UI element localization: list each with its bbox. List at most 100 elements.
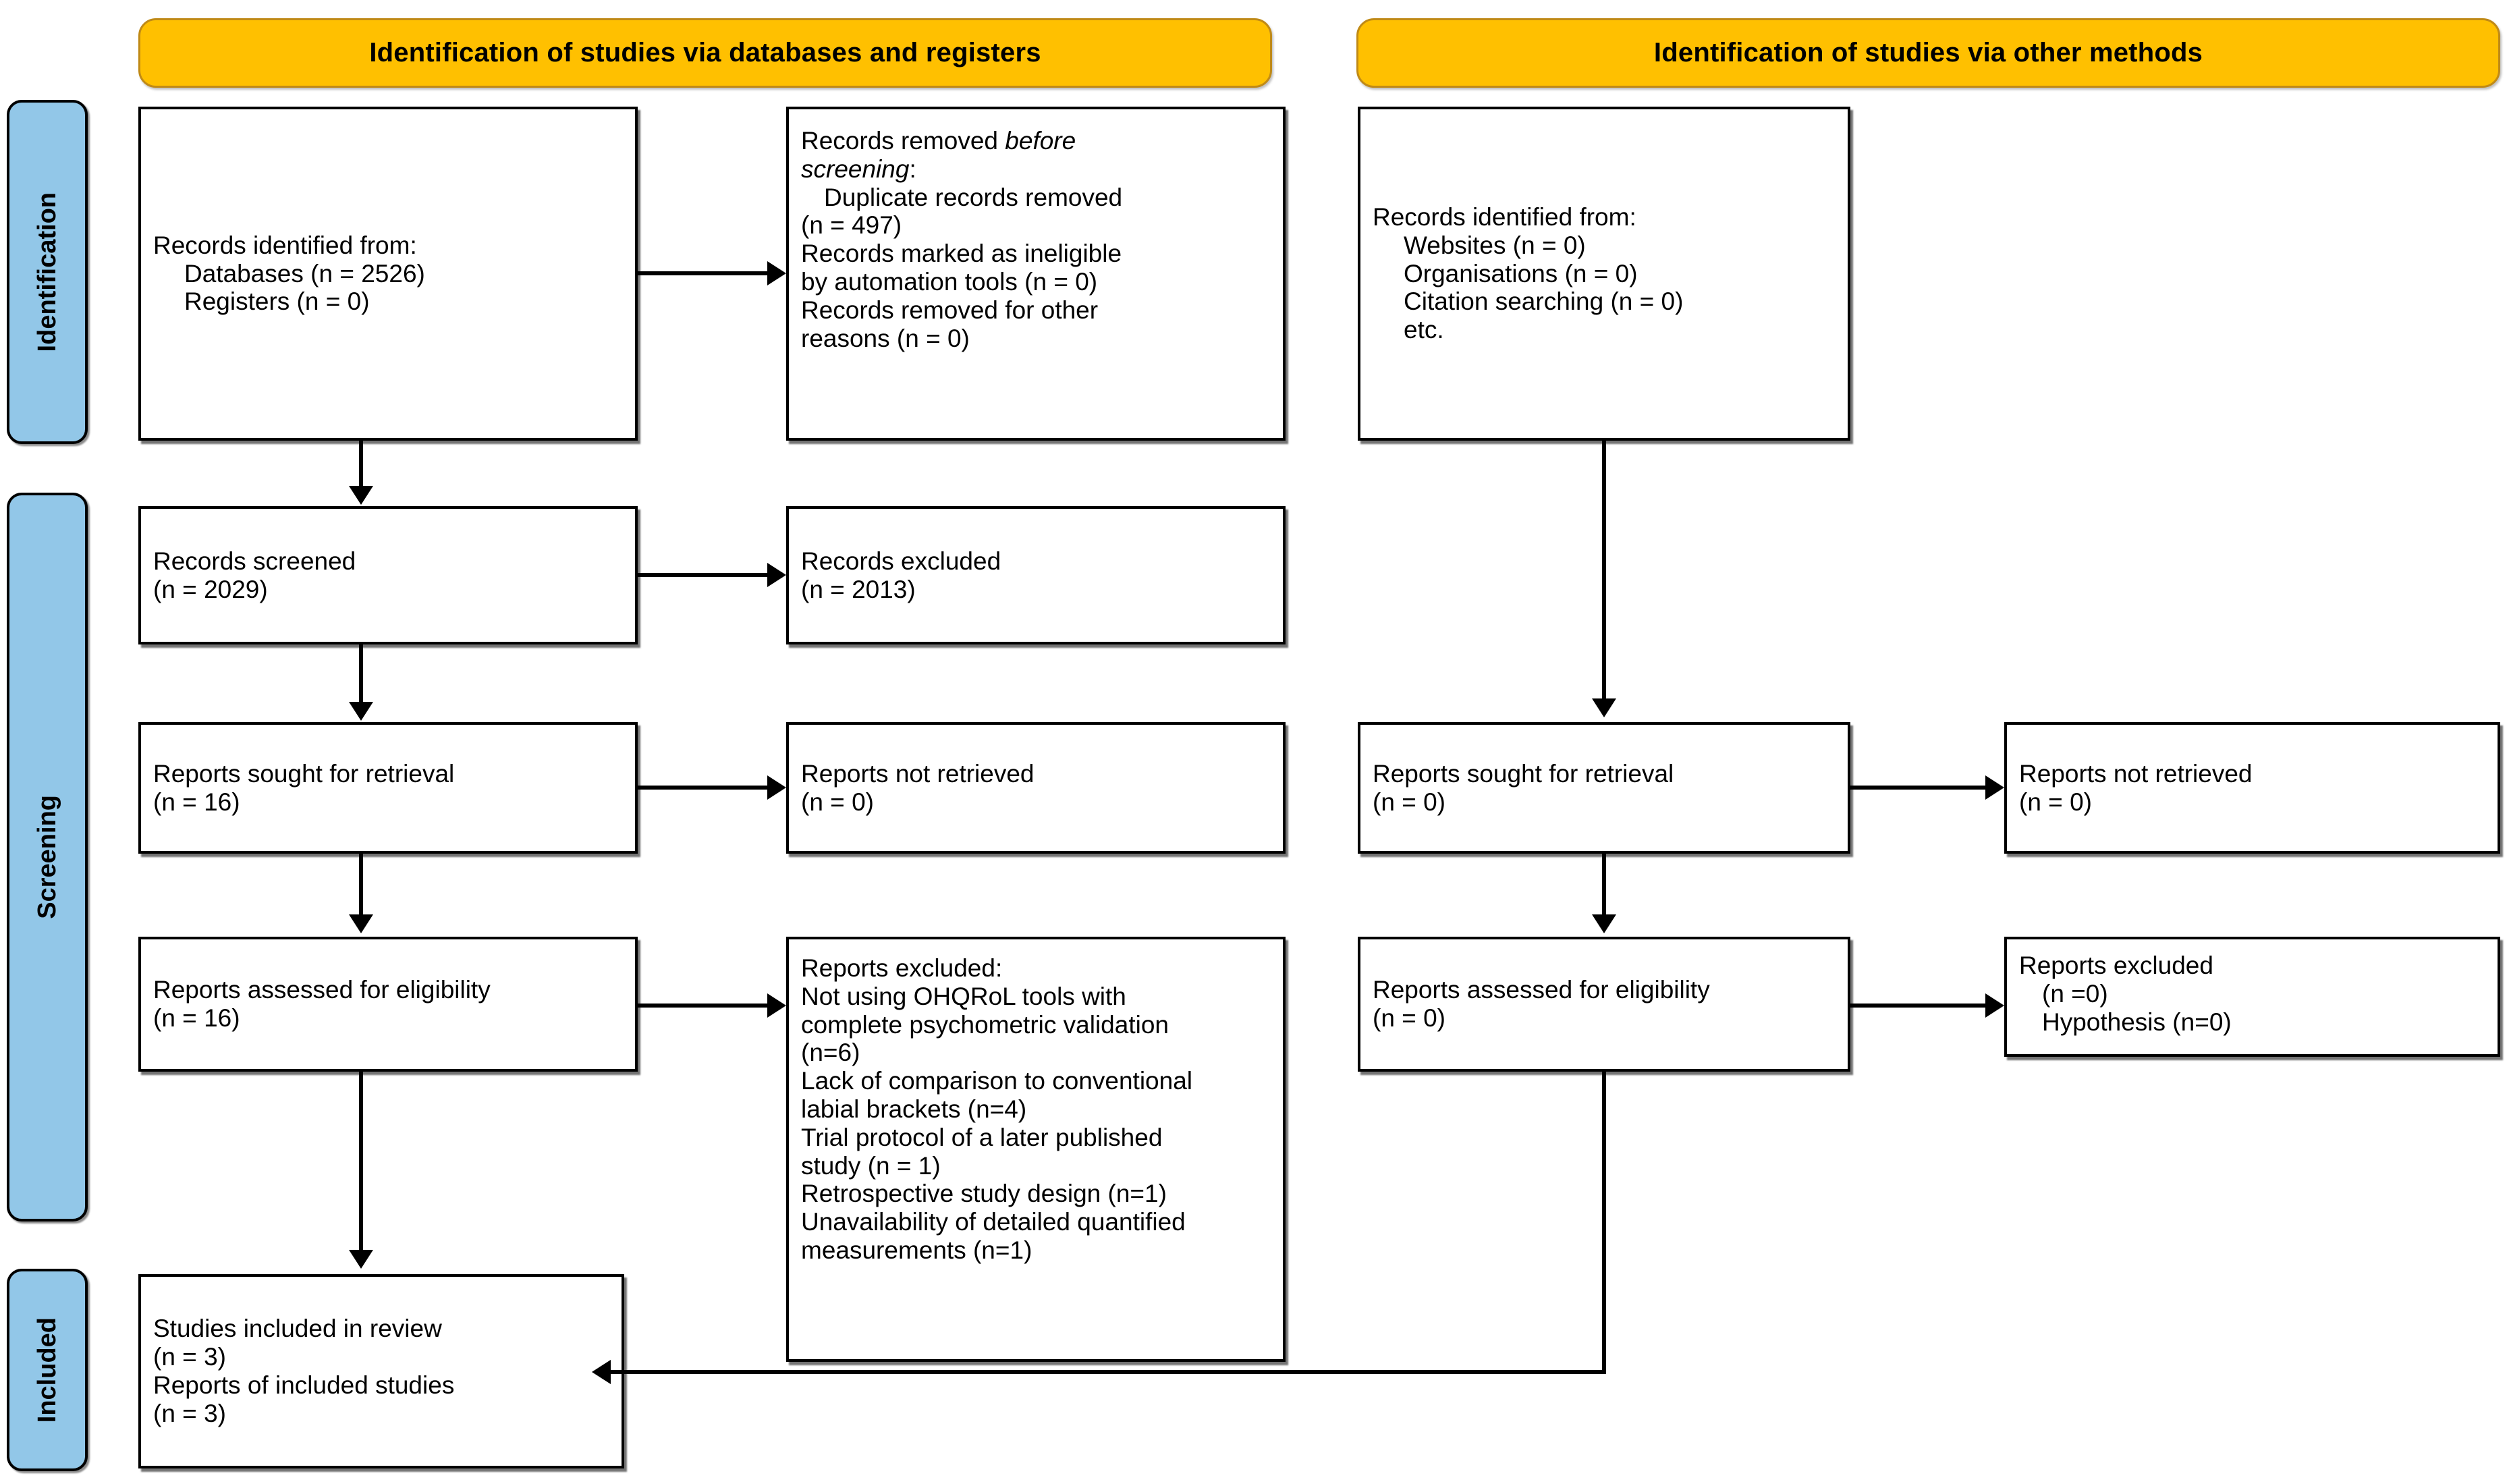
arrowhead-other-to-sought-right <box>1592 698 1616 717</box>
line: Reports excluded: <box>801 954 1003 982</box>
line: (n = 0) <box>1373 1004 1445 1032</box>
line: (n = 0) <box>1373 788 1445 816</box>
rail-identification-label: Identification <box>32 192 61 352</box>
connector-sought-to-assessed <box>359 854 363 916</box>
line: complete psychometric validation <box>801 1010 1169 1039</box>
italic-screening: screening <box>801 155 910 183</box>
line: Retrospective study design (n=1) <box>801 1180 1167 1208</box>
line: Databases (n = 2526) <box>184 259 425 287</box>
rail-screening: Screening <box>7 493 88 1221</box>
box-reports-sought-retrieval-right: Reports sought for retrieval (n = 0) <box>1358 722 1850 854</box>
line: Registers (n = 0) <box>184 287 370 316</box>
line: Lack of comparison to conventional <box>801 1067 1193 1095</box>
line: Records removed before <box>801 127 1076 155</box>
connector-other-to-sought-right <box>1602 441 1606 700</box>
arrowhead-sought-to-assessed <box>349 914 373 933</box>
line: Reports assessed for eligibility <box>1373 976 1710 1004</box>
arrowhead-assessed-right-to-excluded-right <box>1985 993 2004 1018</box>
header-databases-registers-label: Identification of studies via databases … <box>369 38 1041 67</box>
connector-assessed-to-excluded <box>638 1004 767 1008</box>
header-other-methods: Identification of studies via other meth… <box>1356 18 2500 88</box>
line: (n = 16) <box>153 1004 240 1032</box>
connector-identified-to-screened <box>359 441 363 488</box>
italic-before: before <box>1005 127 1076 155</box>
line: Websites (n = 0) <box>1404 231 1586 259</box>
line: labial brackets (n=4) <box>801 1095 1027 1123</box>
line: (n = 2029) <box>153 575 268 603</box>
line: (n = 497) <box>801 211 902 240</box>
box-reports-excluded-reasons-left: Reports excluded: Not using OHQRoL tools… <box>786 937 1286 1362</box>
line: (n = 0) <box>801 788 874 816</box>
line: Reports excluded <box>2019 952 2213 979</box>
connector-sought-to-not-retrieved <box>638 786 767 790</box>
box-records-identified-other: Records identified from: Websites (n = 0… <box>1358 107 1850 441</box>
line: Unavailability of detailed quantified <box>801 1208 1186 1236</box>
box-records-screened: Records screened (n = 2029) <box>138 506 638 644</box>
line: Reports not retrieved <box>801 759 1035 788</box>
arrowhead-sought-right-to-not-retrieved-right <box>1985 775 2004 800</box>
arrowhead-assessed-to-excluded <box>767 993 786 1018</box>
connector-assessed-right-to-excluded-right <box>1850 1004 1985 1008</box>
arrowhead-identified-to-screened <box>349 486 373 505</box>
connector-sought-right-to-not-retrieved-right <box>1850 786 1985 790</box>
line: etc. <box>1404 316 1444 344</box>
connector-right-to-included-horizontal <box>611 1370 1606 1374</box>
line: reasons (n = 0) <box>801 324 970 352</box>
arrowhead-sought-to-not-retrieved <box>767 775 786 800</box>
line: by automation tools (n = 0) <box>801 267 1098 296</box>
box-reports-not-retrieved-right: Reports not retrieved (n = 0) <box>2004 722 2500 854</box>
line: Reports of included studies <box>153 1371 455 1399</box>
line: (n=6) <box>801 1039 860 1067</box>
line: (n =0) <box>2042 979 2108 1008</box>
rail-included-label: Included <box>32 1317 61 1423</box>
line: (n = 3) <box>153 1343 226 1371</box>
arrowhead-assessed-to-included <box>349 1250 373 1269</box>
line: Citation searching (n = 0) <box>1404 287 1684 316</box>
connector-sought-right-to-assessed-right <box>1602 854 1606 916</box>
arrowhead-right-to-included <box>592 1360 611 1384</box>
arrowhead-sought-right-to-assessed-right <box>1592 914 1616 933</box>
line: Reports sought for retrieval <box>153 759 455 788</box>
line: Duplicate records removed <box>824 183 1123 211</box>
rail-included: Included <box>7 1269 88 1471</box>
line: (n = 0) <box>2019 788 2092 816</box>
line: (n = 2013) <box>801 575 916 603</box>
box-reports-excluded-right: Reports excluded (n =0) Hypothesis (n=0) <box>2004 937 2500 1057</box>
box-records-excluded: Records excluded (n = 2013) <box>786 506 1286 644</box>
box-studies-included: Studies included in review (n = 3) Repor… <box>138 1274 624 1468</box>
line: (n = 3) <box>153 1399 226 1427</box>
arrowhead-screened-to-sought <box>349 702 373 721</box>
line: Records identified from: <box>1373 203 1636 231</box>
connector-assessed-to-included <box>359 1072 363 1252</box>
line: (n = 16) <box>153 788 240 816</box>
connector-screened-to-sought <box>359 644 363 704</box>
box-reports-not-retrieved-left: Reports not retrieved (n = 0) <box>786 722 1286 854</box>
connector-screened-to-excluded <box>638 573 767 577</box>
line: Records marked as ineligible <box>801 240 1122 268</box>
line: Records screened <box>153 547 356 575</box>
connector-identified-to-removed <box>638 271 767 275</box>
header-other-methods-label: Identification of studies via other meth… <box>1653 38 2203 67</box>
line: Reports not retrieved <box>2019 759 2253 788</box>
rail-identification: Identification <box>7 100 88 444</box>
line: study (n = 1) <box>801 1151 941 1180</box>
box-reports-sought-retrieval-left: Reports sought for retrieval (n = 16) <box>138 722 638 854</box>
box-reports-assessed-eligibility-left: Reports assessed for eligibility (n = 16… <box>138 937 638 1072</box>
line: Hypothesis (n=0) <box>2042 1008 2232 1036</box>
arrowhead-identified-to-removed <box>767 261 786 285</box>
line: Records excluded <box>801 547 1001 575</box>
connector-assessed-right-down-to-included <box>1602 1072 1606 1374</box>
rail-screening-label: Screening <box>32 795 61 919</box>
line: Not using OHQRoL tools with <box>801 982 1126 1010</box>
arrowhead-screened-to-excluded <box>767 563 786 587</box>
line: Trial protocol of a later published <box>801 1123 1163 1151</box>
header-databases-registers: Identification of studies via databases … <box>138 18 1272 88</box>
line: Reports sought for retrieval <box>1373 759 1674 788</box>
line: Organisations (n = 0) <box>1404 259 1638 287</box>
box-records-removed-before-screening: Records removed before screening: Duplic… <box>786 107 1286 441</box>
line: screening: <box>801 155 916 183</box>
box-reports-assessed-eligibility-right: Reports assessed for eligibility (n = 0) <box>1358 937 1850 1072</box>
line: Records identified from: <box>153 231 417 259</box>
line: Records removed for other <box>801 296 1099 324</box>
